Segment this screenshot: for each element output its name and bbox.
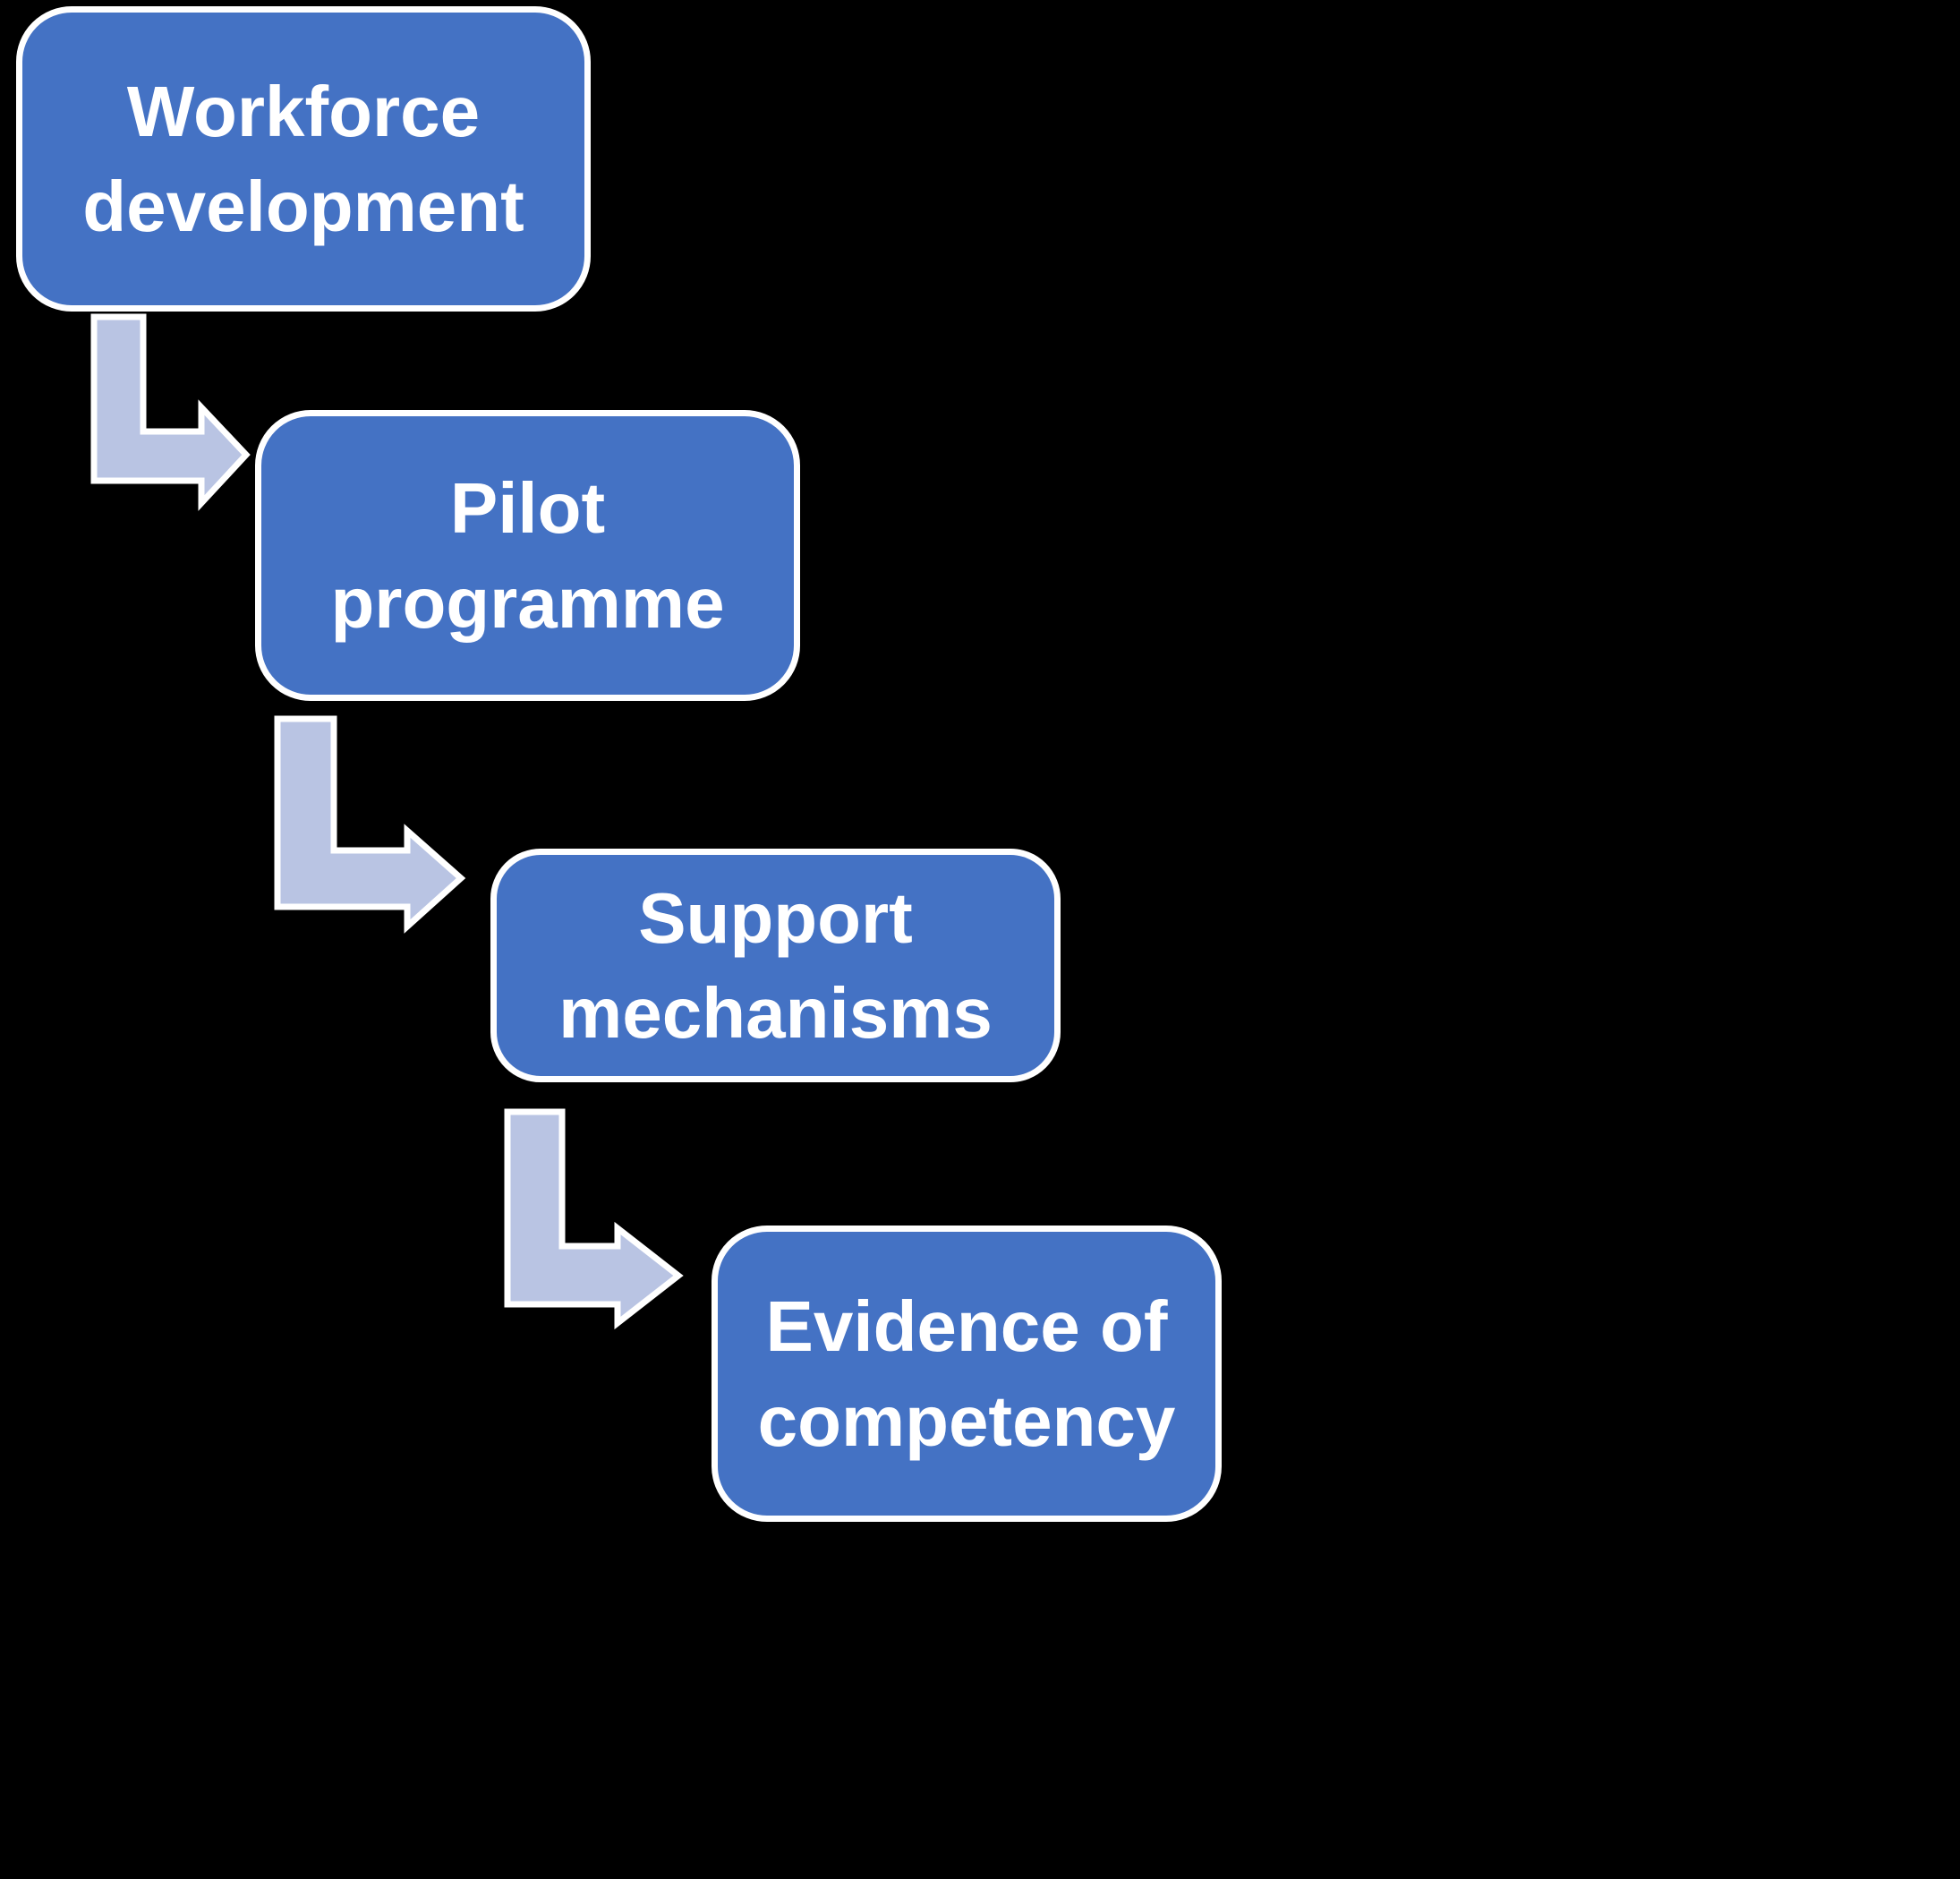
node-label: Pilot programme [330,467,725,643]
node-label: Evidence of competency [757,1285,1176,1461]
elbow-arrow-connector-2 [274,715,466,934]
node-support-mechanisms: Support mechanisms [490,849,1061,1082]
node-evidence-of-competency: Evidence of competency [712,1226,1222,1522]
node-label: Workforce development [82,71,524,246]
node-label: Support mechanisms [558,877,993,1053]
elbow-arrow-connector-1 [90,313,251,511]
node-workforce-development: Workforce development [16,6,591,312]
elbow-arrow-connector-3 [504,1108,684,1330]
node-pilot-programme: Pilot programme [255,410,800,701]
